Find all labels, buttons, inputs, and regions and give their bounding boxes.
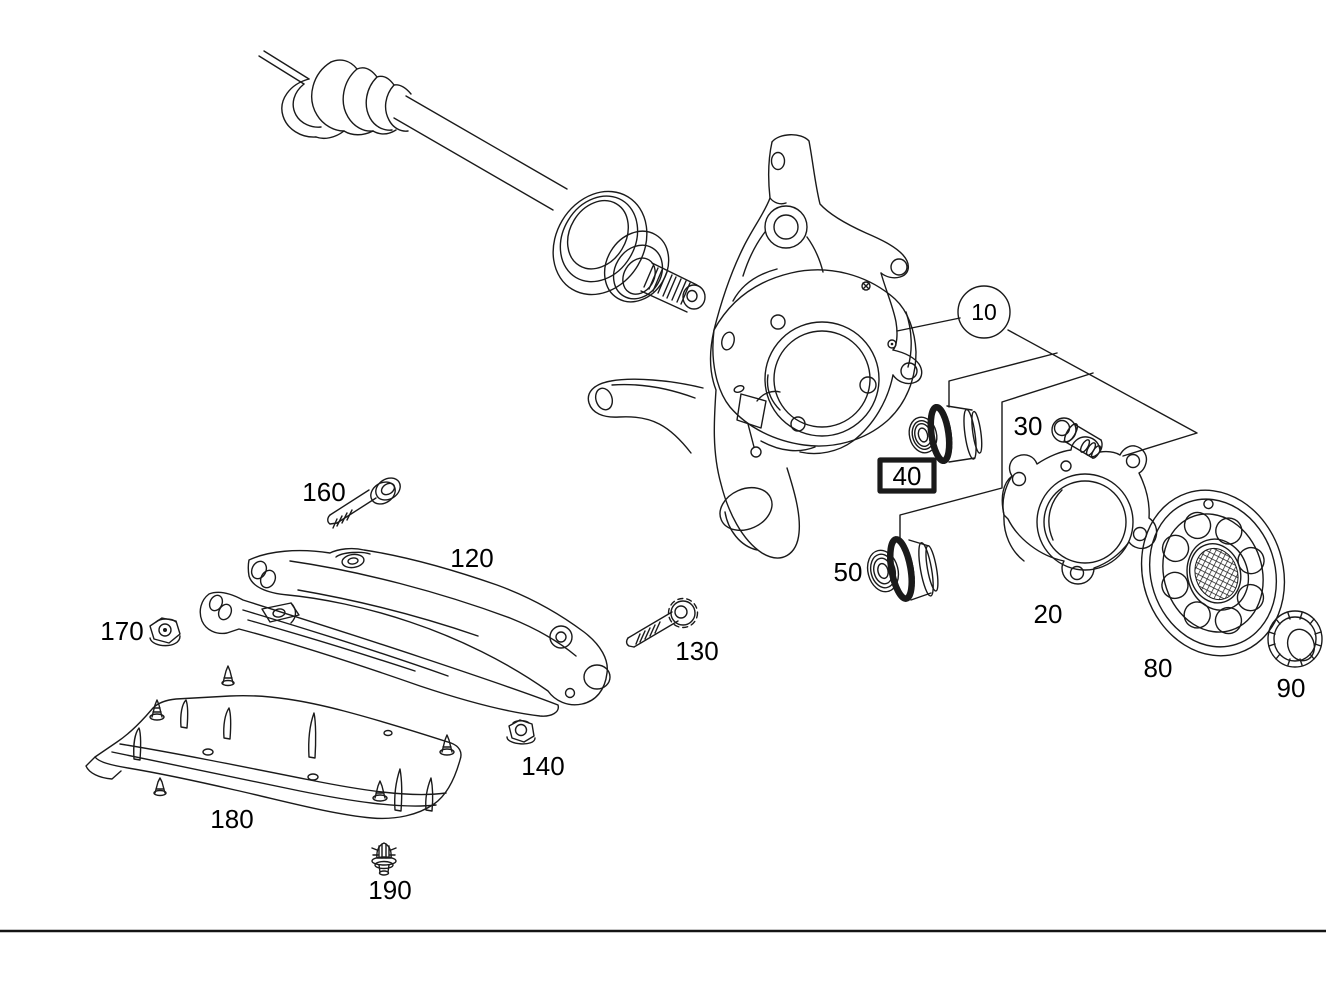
- callout-label-80[interactable]: 80: [1144, 653, 1173, 683]
- bushing-40-drawing: [908, 403, 983, 465]
- callout-label-20[interactable]: 20: [1034, 599, 1063, 629]
- axle-nut-90-drawing: [1267, 610, 1323, 668]
- callout-label-120[interactable]: 120: [450, 543, 493, 573]
- callout-label-90[interactable]: 90: [1277, 673, 1306, 703]
- callout-labels: 20 30 40 50 80 90 120 130 140 160 170 18…: [100, 411, 1305, 905]
- leader-lines: [896, 317, 1198, 539]
- bolt-160-drawing: [327, 477, 401, 529]
- callout-label-130[interactable]: 130: [675, 636, 718, 666]
- nut-170-drawing: [149, 617, 181, 647]
- callout-label-50[interactable]: 50: [834, 557, 863, 587]
- bolt-30-drawing: [1051, 417, 1103, 459]
- callout-label-140[interactable]: 140: [521, 751, 564, 781]
- hub-flange-80-drawing: [1140, 489, 1286, 657]
- callout-label-170[interactable]: 170: [100, 616, 143, 646]
- control-arm-120-drawing: [199, 547, 611, 717]
- callout-label-160[interactable]: 160: [302, 477, 345, 507]
- callout-label-40[interactable]: 40: [893, 461, 922, 491]
- nut-140-drawing: [506, 719, 536, 745]
- wheel-carrier-drawing: [587, 134, 923, 559]
- callout-label-190[interactable]: 190: [368, 875, 411, 905]
- bushing-50-drawing: [866, 536, 939, 602]
- bolt-130-drawing: [625, 597, 699, 648]
- callout-label-30[interactable]: 30: [1014, 411, 1043, 441]
- clip-190-drawing: [371, 842, 397, 876]
- callout-label-10[interactable]: 10: [971, 299, 997, 325]
- hub-bearing-20-drawing: [1001, 436, 1158, 585]
- highlight-box-40[interactable]: [877, 457, 937, 494]
- cover-180-drawing: [85, 665, 462, 820]
- drive-axle-drawing: [258, 50, 706, 313]
- callout-label-180[interactable]: 180: [210, 804, 253, 834]
- callout-bubble-10[interactable]: 10: [957, 285, 1011, 339]
